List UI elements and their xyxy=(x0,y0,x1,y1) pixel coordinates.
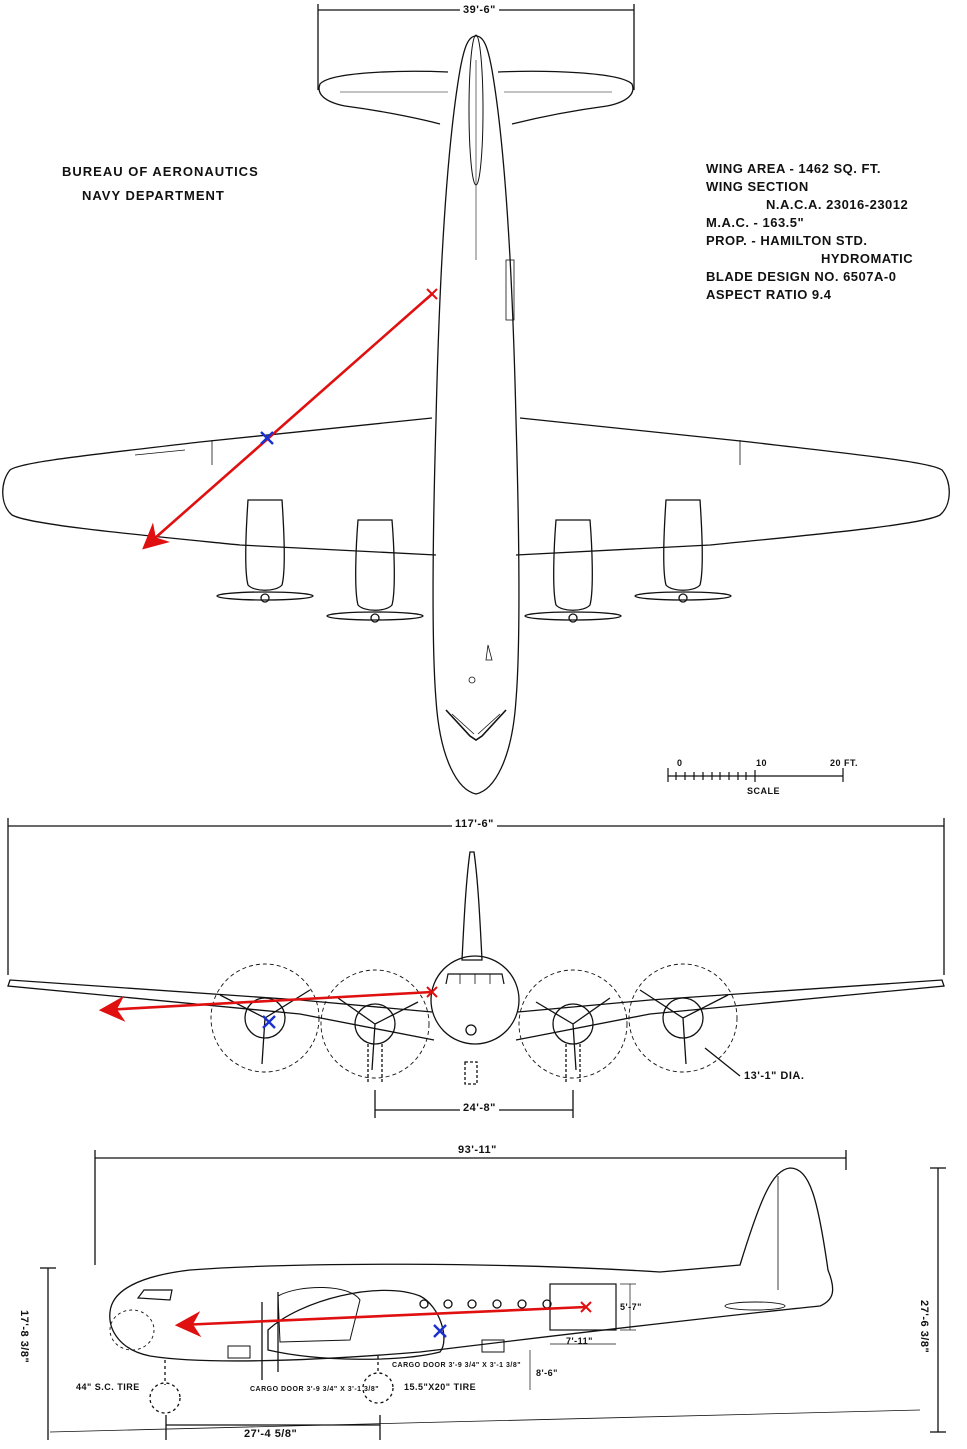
label-main-tire: 15.5"X20" TIRE xyxy=(404,1382,477,1392)
dim-tail-span: 39'-6" xyxy=(460,4,499,16)
dim-wing-span: 117'-6" xyxy=(452,818,497,830)
red-arrow-side xyxy=(174,1305,587,1338)
spec-prop: PROP. - HAMILTON STD. xyxy=(706,233,868,248)
spec-hydromatic: HYDROMATIC xyxy=(821,251,914,266)
dim-wheelbase: 27'-4 5/8" xyxy=(244,1428,298,1440)
dim-height: 27'-6 3/8" xyxy=(918,1300,930,1354)
org-line-1: BUREAU OF AERONAUTICS xyxy=(62,164,259,179)
dim-door-width: 7'-11" xyxy=(566,1336,593,1346)
scale-tick-10: 10 xyxy=(756,758,768,768)
dim-door-height: 5'-7" xyxy=(620,1302,642,1312)
spec-blade: BLADE DESIGN NO. 6507A-0 xyxy=(706,269,897,284)
org-line-2: NAVY DEPARTMENT xyxy=(82,188,225,203)
dim-ground-height: 17'-8 3/8" xyxy=(18,1310,30,1364)
red-arrow-plan xyxy=(142,293,433,550)
blue-x-marker-side xyxy=(433,1324,447,1338)
label-nose-tire: 44" S.C. TIRE xyxy=(76,1382,140,1392)
side-view xyxy=(40,1150,946,1440)
spec-mac: M.A.C. - 163.5" xyxy=(706,215,805,230)
spec-wing-section: WING SECTION xyxy=(706,179,809,194)
scale-tick-20: 20 FT. xyxy=(830,758,859,768)
dim-tread: 24'-8" xyxy=(460,1102,499,1114)
blue-x-marker-front xyxy=(262,1015,276,1029)
spec-naca: N.A.C.A. 23016-23012 xyxy=(766,197,909,212)
annotation-arrows xyxy=(98,288,592,1338)
dim-length: 93'-11" xyxy=(458,1144,497,1156)
front-view xyxy=(7,818,945,1118)
spec-block: WING AREA - 1462 SQ. FT. WING SECTION N.… xyxy=(706,160,913,304)
dim-prop-dia: 13'-1" DIA. xyxy=(744,1070,805,1082)
dim-sill-height: 8'-6" xyxy=(536,1368,558,1378)
red-x-marker-plan xyxy=(426,288,438,300)
label-cargo-door-lower: CARGO DOOR 3'-9 3/4" X 3'-1 3/8" xyxy=(250,1386,380,1393)
blue-x-marker-plan xyxy=(260,431,274,445)
spec-aspect: ASPECT RATIO 9.4 xyxy=(706,287,832,302)
spec-wing-area: WING AREA - 1462 SQ. FT. xyxy=(706,161,882,176)
red-x-marker-side xyxy=(580,1301,592,1313)
red-x-marker-front xyxy=(426,986,438,998)
scale-bar xyxy=(667,768,844,782)
red-arrow-front xyxy=(98,990,433,1022)
scale-tick-0: 0 xyxy=(677,758,683,768)
plan-view xyxy=(2,4,950,795)
scale-label: SCALE xyxy=(747,786,781,796)
label-cargo-door-upper: CARGO DOOR 3'-9 3/4" X 3'-1 3/8" xyxy=(392,1362,522,1369)
